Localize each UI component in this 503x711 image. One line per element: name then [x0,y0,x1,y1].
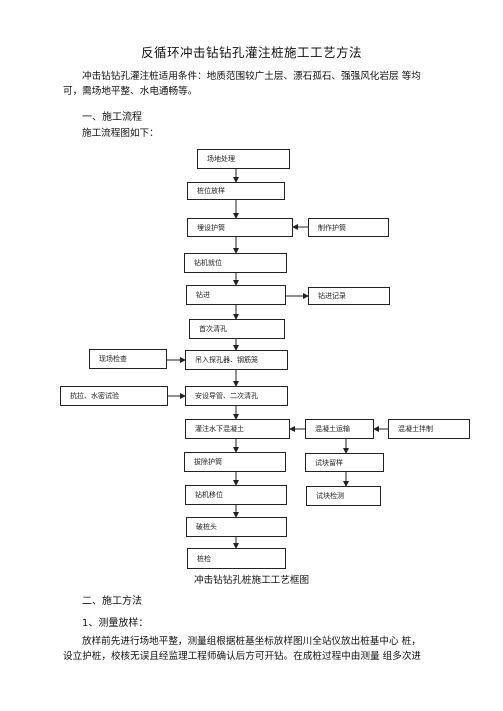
flow-box-concrete-mix: 混凝土拌制 [388,419,470,439]
flow-box-pile-layout: 桩位放样 [187,182,285,200]
flow-box-pour-concrete: 灌注水下混凝土 [185,419,290,439]
flow-box-install-pipe: 安设导管、二次清孔 [185,386,288,406]
flow-box-drill-record: 钻进记录 [308,287,390,305]
flow-box-remove-casing: 拔除护筒 [184,452,286,472]
document-title: 反循环冲击钻钻孔灌注桩施工工艺方法 [140,45,362,60]
section-2-heading: 二、施工方法 [82,596,142,607]
flow-box-concrete-transport: 混凝土运输 [305,419,374,439]
flow-box-lower-cage: 吊入探孔器、钢筋笼 [185,350,288,370]
flow-box-sample-keep: 试块留样 [305,453,384,472]
flow-box-sample-test: 试块检测 [306,486,381,506]
flow-box-pile-test: 桩检 [187,548,286,569]
section-2-line-1: 放样前先进行场地平整，测量组根据桩基坐标放样图川全站仪放出桩基中心 桩， [82,636,421,647]
flow-box-pull-test: 抗拉、水密试验 [60,386,168,406]
flow-box-rig-position: 钻机就位 [184,253,287,273]
flow-box-make-casing: 制作护筒 [308,218,389,237]
flow-box-site-check: 现场检查 [89,349,167,369]
flow-box-first-clean: 首次清孔 [189,319,285,339]
intro-line-1: 冲击钻钻孔灌注桩适用条件：地质范围较广土层、漂石孤石、强强风化岩层 等均 [82,71,421,82]
section-2-subheading: 1、测量放样： [82,618,149,629]
flow-box-bury-casing: 埋设护筒 [187,218,293,237]
flow-box-site-prep: 场地处理 [197,149,290,169]
flow-box-drilling: 钻进 [186,285,286,305]
flow-box-rig-move: 钻机移位 [185,485,287,505]
flow-box-break-head: 破桩头 [186,517,287,537]
intro-line-2: 可，需场地平整、水电通畅等。 [63,86,198,97]
section-1-subtext: 施工流程图如下： [82,128,159,139]
section-1-heading: 一、施工流程 [82,112,142,123]
flowchart-caption: 冲击钻钻孔桩施工工艺框图 [193,575,310,586]
section-2-line-2: 设立护桩，校核无误且经监理工程师确认后方可开钻。在成桩过程中由测量 组多次进 [63,651,422,662]
